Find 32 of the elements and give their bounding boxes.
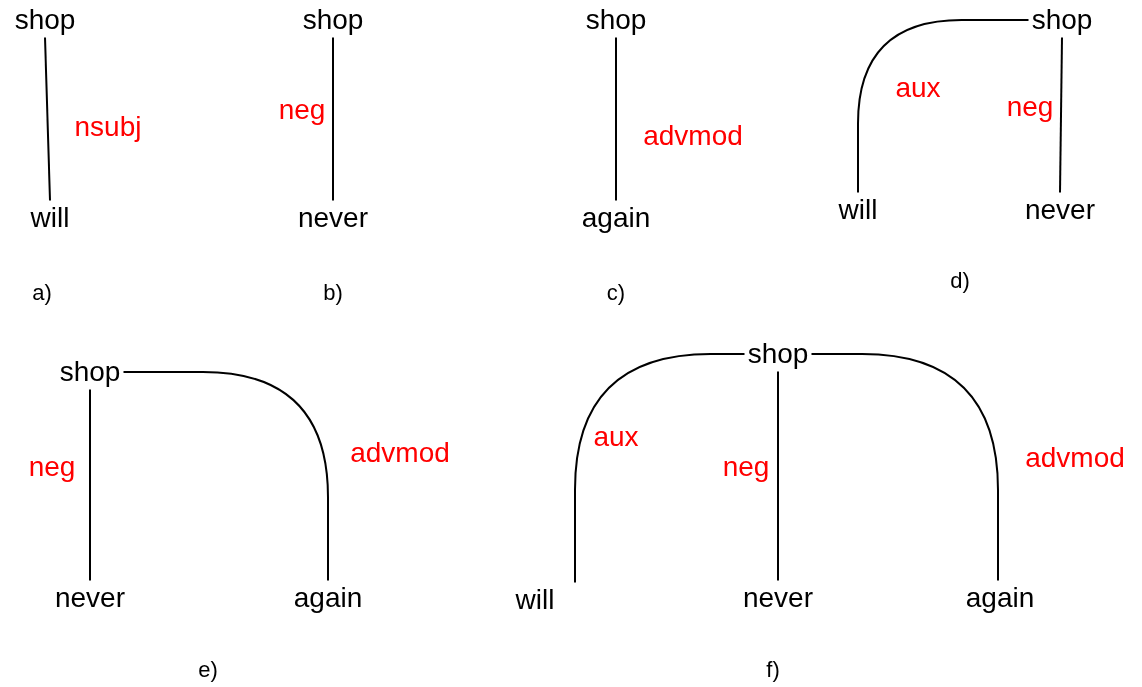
dependency-line xyxy=(44,36,51,202)
panel-label: e) xyxy=(198,657,218,683)
word-label: shop xyxy=(744,336,812,372)
word-label: again xyxy=(290,580,366,616)
dependency-line xyxy=(777,370,779,582)
word-label: shop xyxy=(11,2,79,38)
panel-label: b) xyxy=(323,280,343,306)
word-label: will xyxy=(835,192,881,228)
panel-label: d) xyxy=(950,268,970,294)
panel-label: c) xyxy=(606,280,626,306)
word-label: shop xyxy=(56,354,124,390)
word-label: never xyxy=(740,580,816,616)
word-label: will xyxy=(512,582,558,618)
dependency-line xyxy=(1059,36,1063,194)
word-label: shop xyxy=(582,2,650,38)
word-label: shop xyxy=(1028,2,1096,38)
dependency-line xyxy=(810,353,999,582)
word-label: never xyxy=(1022,192,1098,228)
word-label: never xyxy=(52,580,128,616)
dependency-line xyxy=(122,371,329,582)
dependency-line xyxy=(857,19,1030,194)
panel-label: f) xyxy=(766,657,780,683)
word-label: again xyxy=(962,580,1038,616)
dependency-line xyxy=(574,353,746,584)
word-label: again xyxy=(578,200,654,236)
word-label: will xyxy=(27,200,73,236)
word-label: never xyxy=(295,200,371,236)
word-label: shop xyxy=(299,2,367,38)
dependency-line xyxy=(615,36,617,202)
panel-label: a) xyxy=(32,280,52,306)
dependency-line xyxy=(332,36,334,202)
dependency-line xyxy=(89,388,91,582)
